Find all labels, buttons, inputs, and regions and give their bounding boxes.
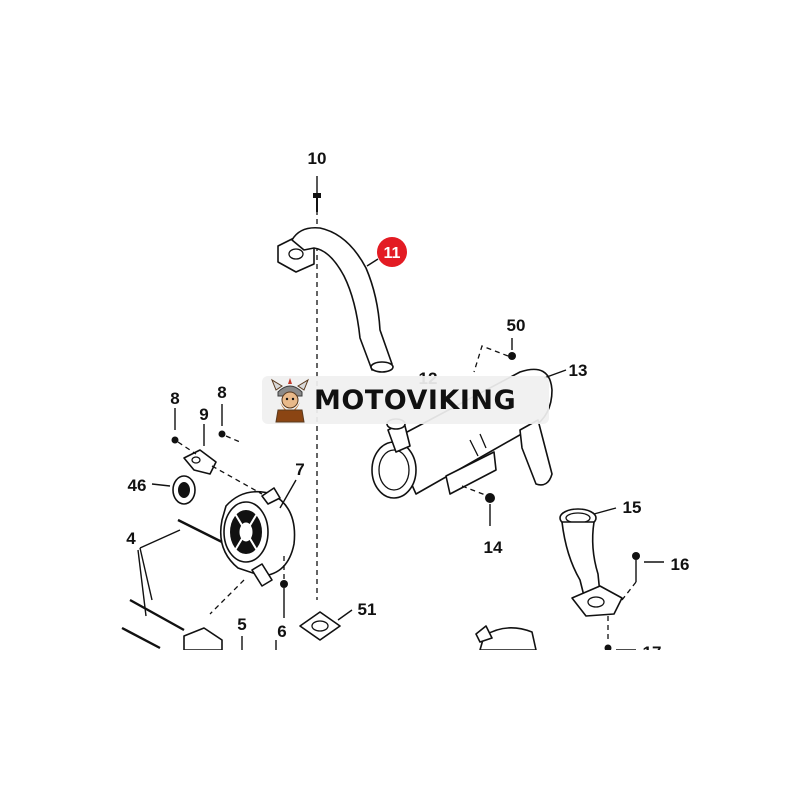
callout-15: 15: [623, 498, 642, 517]
callout-8-left: 8: [170, 389, 179, 408]
callout-5: 5: [237, 615, 246, 634]
callout-6: 6: [277, 622, 286, 641]
callout-8-right: 8: [217, 383, 226, 402]
pulley-46: [172, 475, 196, 505]
callout-51: 51: [358, 600, 377, 619]
alternator-7: [219, 487, 296, 587]
callout-4: 4: [126, 529, 136, 548]
watermark-banner: MOTOVIKING: [262, 376, 549, 424]
leader-15: [593, 507, 617, 515]
brand-name: MOTOVIKING: [314, 384, 517, 416]
bolt-10: [313, 176, 321, 212]
bolt-17: [604, 616, 636, 652]
callout-7: 7: [295, 460, 304, 479]
bolt-50: [473, 338, 516, 373]
callout-46: 46: [128, 476, 147, 495]
filter-partial: [475, 625, 537, 651]
exhaust-pipe-11: [277, 226, 394, 373]
leader-13: [543, 369, 567, 379]
bolt-8-right: [211, 404, 263, 495]
callout-16: 16: [671, 555, 690, 574]
highlight-label-11: 11: [384, 245, 401, 262]
crop-mask: [0, 650, 800, 800]
tail-pipe-15: [559, 508, 623, 617]
callout-13: 13: [569, 361, 588, 380]
callout-9: 9: [199, 405, 208, 424]
bolt-16: [621, 552, 664, 601]
callout-50: 50: [507, 316, 526, 335]
bracket-lower: [183, 627, 223, 651]
leader-7: [279, 479, 297, 509]
flange-gasket-51: [299, 611, 341, 641]
highlight-badge-11: [377, 237, 407, 267]
bolt-14: [461, 485, 495, 526]
leader-11: [366, 258, 379, 267]
bolt-6: [275, 556, 288, 650]
long-bolts-4: [121, 518, 245, 650]
bracket-9: [183, 424, 217, 475]
leader-51: [337, 609, 353, 621]
leader-46: [151, 483, 171, 487]
callout-10: 10: [308, 149, 327, 168]
viking-mascot-icon: [270, 378, 310, 423]
callout-14: 14: [484, 538, 503, 557]
bolt-8-left: [171, 408, 197, 455]
